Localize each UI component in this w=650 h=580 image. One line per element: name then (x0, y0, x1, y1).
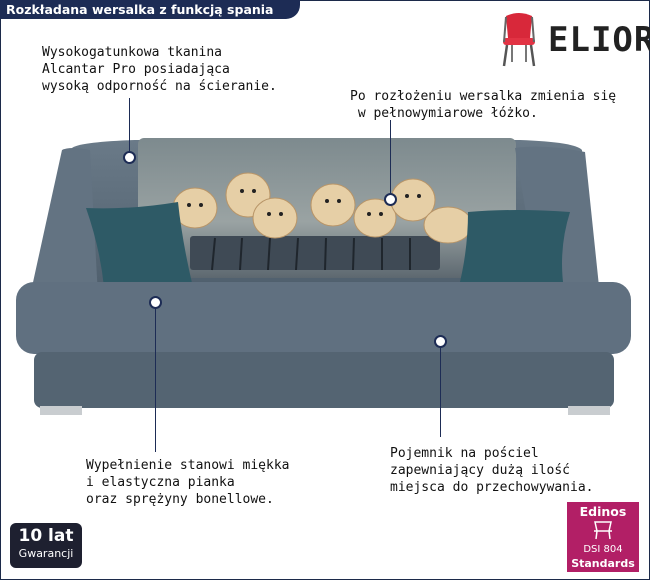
warranty-years: 10 lat (18, 526, 74, 546)
callout-fabric: Wysokogatunkowa tkanina Alcantar Pro pos… (42, 45, 277, 94)
callout-line-filling (155, 302, 156, 452)
chair-outline-icon (594, 521, 612, 540)
certificate-badge: Edinos DSI 804 Standards (567, 502, 639, 572)
callout-storage: Pojemnik na pościel zapewniający dużą il… (390, 446, 594, 495)
brand-name: ELIOR (548, 20, 650, 60)
warranty-badge: 10 lat Gwarancji (10, 523, 82, 568)
certificate-code: DSI 804 (583, 544, 623, 555)
callout-dot-filling (149, 296, 162, 309)
callout-filling: Wypełnienie stanowi miękka i elastyczna … (86, 458, 290, 507)
callout-line-bed (390, 120, 391, 198)
certificate-name: Edinos (579, 504, 627, 519)
red-chair-icon (502, 13, 536, 67)
callout-line-storage (440, 342, 441, 437)
callout-dot-fabric (123, 151, 136, 164)
page-title: Rozkładana wersalka z funkcją spania (0, 0, 300, 19)
callout-dot-bed (384, 193, 397, 206)
warranty-label: Gwarancji (18, 547, 74, 560)
brand-logo: ELIOR (490, 10, 650, 70)
callout-dot-storage (434, 335, 447, 348)
callout-bed: Po rozłożeniu wersalka zmienia się w peł… (350, 89, 617, 121)
callout-line-fabric (129, 98, 130, 156)
certificate-label: Standards (571, 557, 635, 570)
